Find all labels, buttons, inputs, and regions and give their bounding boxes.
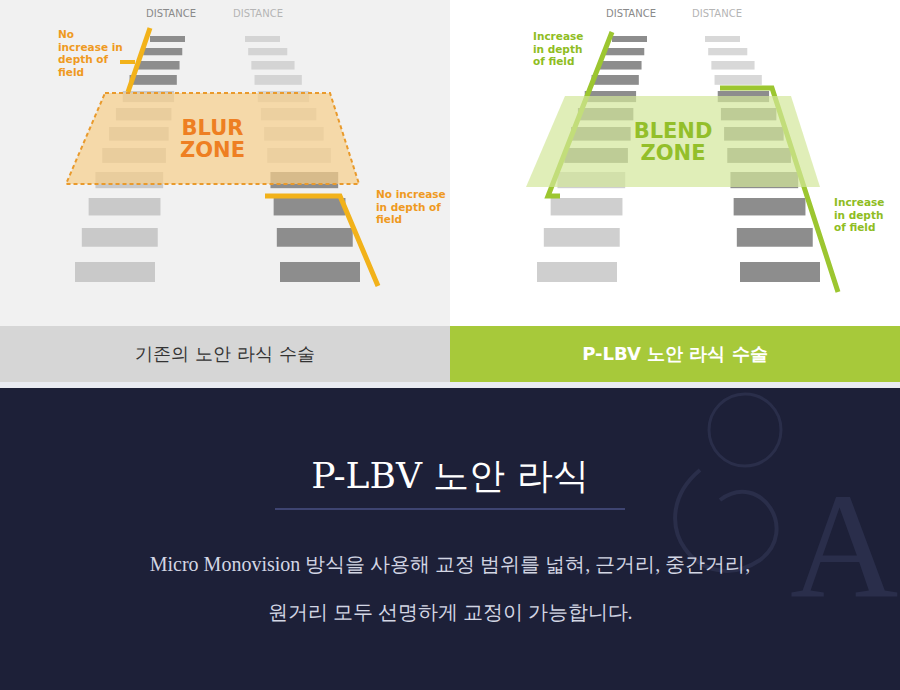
distance-bar: [715, 75, 762, 85]
depth-bracket: [265, 196, 378, 286]
distance-bar: [711, 61, 754, 70]
distance-bar: [544, 228, 620, 247]
distance-bars: [75, 36, 820, 282]
distance-bar: [143, 48, 182, 55]
depth-note: Increase in depth of field: [533, 30, 595, 68]
depth-bracket: [120, 60, 135, 64]
distance-bar: [612, 36, 647, 42]
distance-bar: [740, 262, 820, 282]
bottom-panel: [0, 388, 900, 690]
distance-bar: [255, 75, 302, 85]
distance-bar: [245, 36, 280, 42]
blur-zone: BLUR ZONE: [65, 92, 360, 185]
axis-label: DISTANCE: [146, 8, 206, 20]
distance-bar: [251, 61, 294, 70]
zone-label: BLEND ZONE: [618, 120, 728, 164]
left-panel: [0, 0, 450, 326]
title: P-LBV 노안 라식: [0, 452, 900, 501]
caption-text: P-LBV 노안 라식 수술: [582, 342, 768, 366]
zone-label: BLUR ZONE: [158, 117, 268, 161]
caption-bar: P-LBV 노안 라식 수술: [450, 326, 900, 382]
distance-bar: [248, 48, 287, 55]
distance-bar: [734, 198, 806, 215]
distance-bar: [136, 61, 179, 70]
distance-bar: [75, 262, 155, 282]
axis-label: DISTANCE: [692, 8, 752, 20]
distance-bar: [130, 75, 177, 85]
caption-text: 기존의 노안 라식 수술: [135, 342, 314, 366]
distance-bar: [708, 48, 747, 55]
distance-bar: [705, 36, 740, 42]
depth-note: No increase in depth of field: [376, 188, 446, 226]
watermark: A: [790, 470, 900, 620]
depth-note: Increase in depth of field: [834, 196, 896, 234]
axis-label: DISTANCE: [233, 8, 293, 20]
distance-bar: [537, 262, 617, 282]
distance-bar: [277, 228, 353, 247]
distance-bar: [737, 228, 813, 247]
distance-bar: [598, 61, 641, 70]
caption-bar: 기존의 노안 라식 수술: [0, 326, 450, 382]
blend-zone: BLEND ZONE: [525, 95, 821, 188]
right-panel: [450, 0, 900, 326]
distance-bar: [280, 262, 360, 282]
zone-shape: [526, 96, 820, 187]
divider: [0, 382, 900, 388]
watermark-ring: [709, 394, 781, 466]
distance-bar: [592, 75, 639, 85]
depth-note: No increase in depth of field: [58, 28, 124, 78]
distance-bar: [89, 198, 161, 215]
zone-shape: [66, 93, 359, 184]
distance-bar: [150, 36, 185, 42]
distance-bar: [82, 228, 158, 247]
axis-label: DISTANCE: [606, 8, 666, 20]
body-text: Micro Monovision 방식을 사용해 교정 범위를 넓혀, 근거리,…: [140, 540, 760, 636]
distance-bar: [605, 48, 644, 55]
title-underline: [275, 508, 625, 510]
distance-bar: [551, 198, 623, 215]
distance-bar: [274, 198, 346, 215]
